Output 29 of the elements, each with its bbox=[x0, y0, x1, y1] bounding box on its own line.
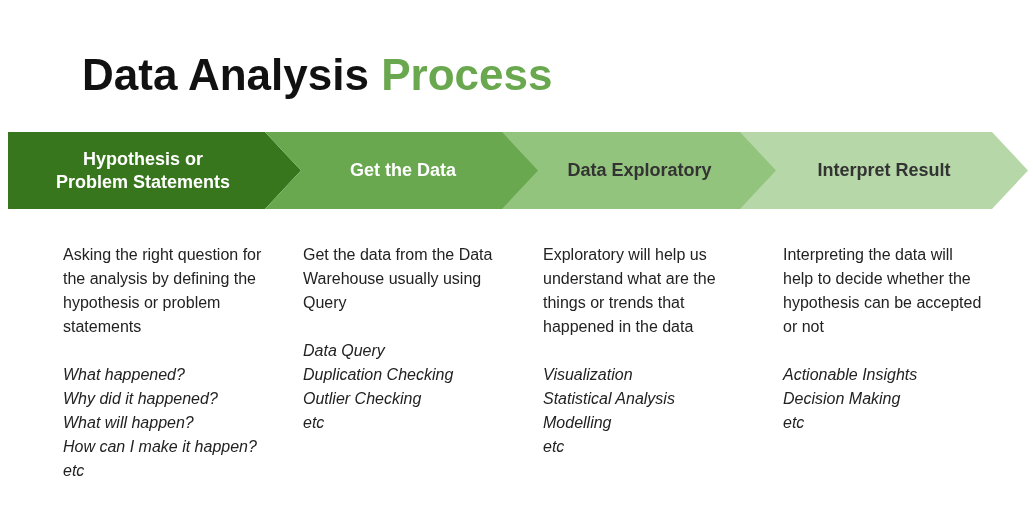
list-item: Decision Making bbox=[783, 389, 902, 409]
step-banner bbox=[8, 132, 301, 209]
list-item: What happened? bbox=[63, 365, 186, 385]
step-label: Interpret Result bbox=[817, 159, 951, 182]
step-label: Hypothesis or Problem Statements bbox=[54, 147, 232, 194]
list-item: etc bbox=[303, 413, 326, 433]
list-item: Statistical Analysis bbox=[543, 389, 676, 409]
list-item: Actionable Insights bbox=[783, 365, 919, 385]
description-text: Get the data from the Data Warehouse usually using Query bbox=[303, 245, 494, 313]
list-item: What will happen? bbox=[63, 413, 195, 433]
list-item: Why did it happened? bbox=[63, 389, 219, 409]
description-text: Asking the right question for the analysis by defining the hypothesis or problem statements bbox=[63, 245, 263, 337]
list-item: Outlier Checking bbox=[303, 389, 423, 409]
list-item: Modelling bbox=[543, 413, 613, 433]
title: Data Analysis Process bbox=[82, 50, 553, 100]
step-label: Data Exploratory bbox=[567, 159, 712, 182]
step-banner bbox=[502, 132, 777, 209]
list-item: How can I make it happen? bbox=[63, 437, 258, 457]
list-item: Visualization bbox=[543, 365, 634, 385]
step-label: Get the Data bbox=[350, 159, 456, 182]
step-banner bbox=[740, 132, 1028, 209]
list-item: Duplication Checking bbox=[303, 365, 455, 385]
list-item: Data Query bbox=[303, 341, 387, 361]
list-item: etc bbox=[63, 461, 86, 481]
list-item: etc bbox=[543, 437, 566, 457]
step-banner bbox=[265, 132, 541, 209]
description-text: Exploratory will help us understand what are the things or trends that happened in the data bbox=[543, 245, 717, 337]
description-text: Interpreting the data will help to decide whether the hypothesis can be accepted or not bbox=[783, 245, 983, 337]
list-item: etc bbox=[783, 413, 806, 433]
